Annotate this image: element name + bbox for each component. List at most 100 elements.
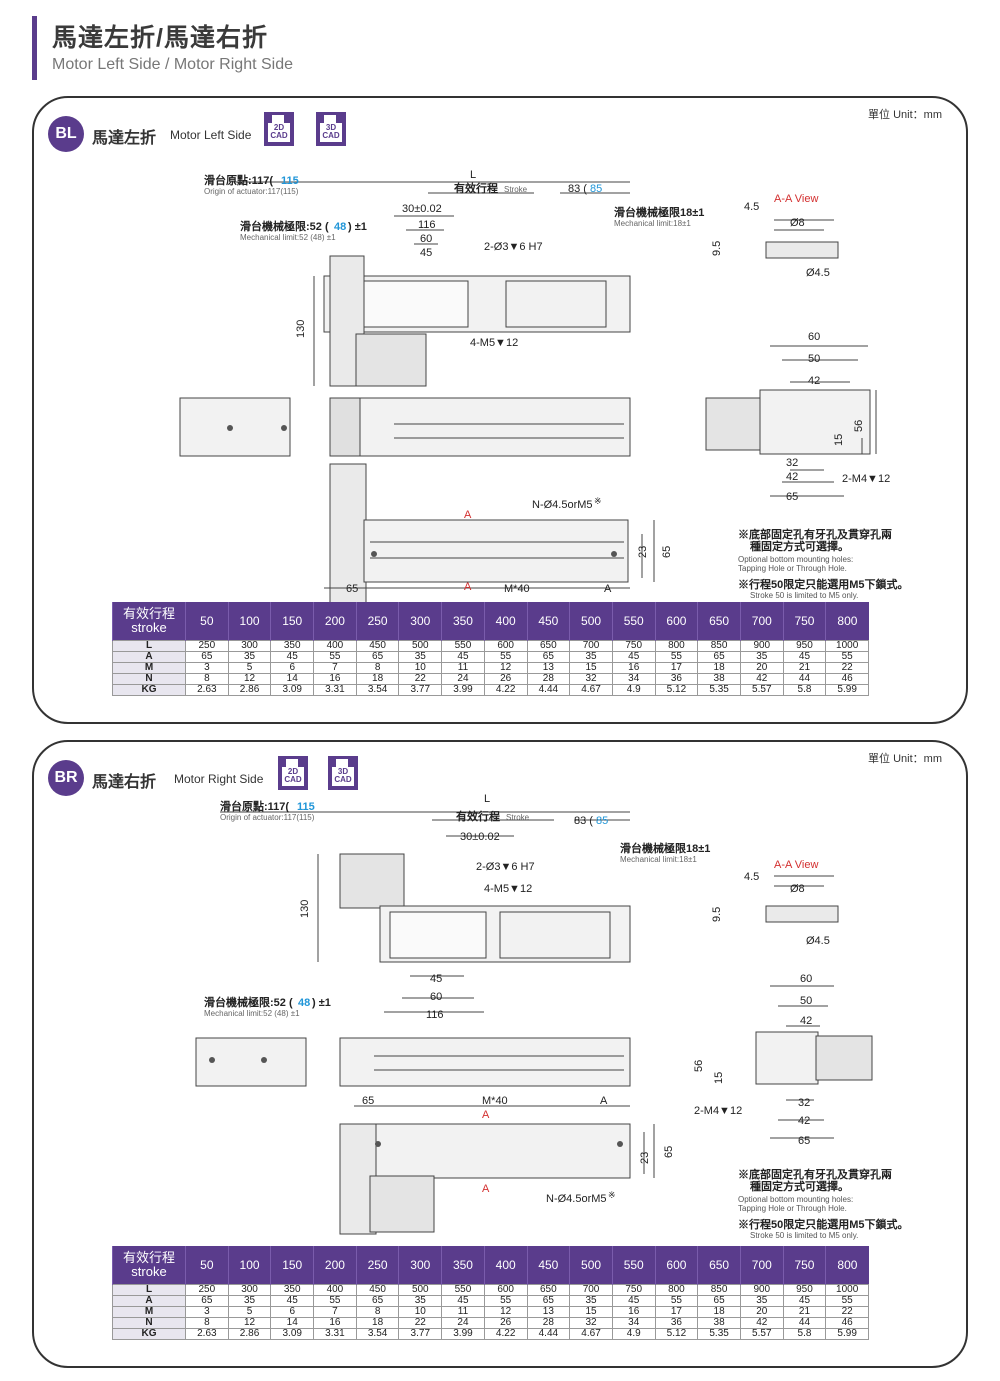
dim-s60: 60 [808, 331, 820, 343]
dim-phi8: Ø8 [790, 217, 805, 229]
table-cell: 28 [526, 673, 571, 685]
table-cell: 900 [739, 640, 784, 652]
origin-label: 滑台原點:117( [220, 799, 289, 813]
table-cell: 15 [569, 1306, 613, 1318]
table-cell: 5.8 [782, 1328, 827, 1340]
dim-s65: 65 [798, 1135, 810, 1147]
note2-cn: ※行程50限定只能選用M5下鎖式。 [738, 577, 909, 591]
table-cell: 13 [526, 662, 571, 674]
table-cell: 5.57 [739, 1328, 784, 1340]
table-cell: 12 [483, 1306, 528, 1318]
table-cell: 26 [483, 673, 528, 685]
floppy-notch-icon [286, 759, 298, 767]
page-title: 馬達左折/馬達右折 [52, 24, 268, 52]
cad-3d-button[interactable]: 3D CAD [316, 112, 346, 146]
table-cell: 900 [739, 1284, 784, 1296]
stroke-col: 50 [185, 1246, 229, 1285]
row-label: A [112, 1295, 186, 1307]
origin-en: Origin of actuator:117(115) [204, 187, 299, 196]
table-cell: 18 [355, 673, 400, 685]
table-cell: 1000 [825, 640, 869, 652]
stroke-col: 450 [526, 1246, 570, 1285]
table-cell: 4.44 [526, 684, 571, 696]
table-cell: 5.8 [782, 684, 827, 696]
table-cell: 3.31 [313, 684, 357, 696]
table-cell: 55 [313, 1295, 357, 1307]
mech-right-label: 滑台機械極限18±1 [620, 841, 710, 855]
table-cell: 35 [569, 651, 613, 663]
stroke-en: Stroke [506, 813, 530, 822]
mech-right-en: Mechanical limit:18±1 [614, 219, 691, 228]
table-cell: 26 [483, 1317, 528, 1329]
dim-45: 45 [420, 247, 432, 259]
dim-9-5: 9.5 [711, 241, 723, 256]
table-cell: 21 [782, 662, 827, 674]
note2-en: Stroke 50 is limited to M5 only. [750, 591, 858, 600]
hole-callout-2: 4-M5▼12 [470, 337, 518, 349]
table-cell: 45 [270, 1295, 315, 1307]
stroke-col: 100 [227, 1246, 271, 1285]
row-label: L [112, 1284, 186, 1296]
table-cell: 5.99 [825, 1328, 869, 1340]
table-cell: 20 [739, 662, 784, 674]
table-cell: 55 [654, 651, 699, 663]
stroke-col: 150 [270, 602, 314, 641]
note1-en: Optional bottom mounting holes: [738, 1195, 853, 1204]
table-cell: 3.54 [355, 1328, 400, 1340]
table-cell: 65 [697, 651, 741, 663]
stroke-col: 200 [313, 602, 357, 641]
table-cell: 35 [569, 1295, 613, 1307]
stroke-col: 750 [782, 602, 826, 641]
table-cell: 65 [697, 1295, 741, 1307]
mech-left-label: 滑台機械極限:52 ( [240, 219, 329, 233]
note1-en2: Tapping Hole or Through Hole. [738, 1204, 847, 1213]
table-cell: 35 [398, 651, 443, 663]
table-cell: 950 [782, 640, 827, 652]
table-cell: 22 [825, 662, 869, 674]
end-83: 83 ( [568, 183, 587, 195]
table-cell: 13 [526, 1306, 571, 1318]
dim-s42: 42 [800, 1015, 812, 1027]
stroke-col: 450 [526, 602, 570, 641]
dim-s65: 65 [786, 491, 798, 503]
table-cell: 36 [654, 673, 699, 685]
stroke-label: 有效行程 [456, 809, 500, 823]
cad-3d-button[interactable]: 3D CAD [328, 756, 358, 790]
floppy-notch-icon [336, 759, 348, 767]
dim-b65: 65 [362, 1095, 374, 1107]
aa-view-label: A-A View [774, 193, 818, 205]
tol-30: 30±0.02 [402, 203, 442, 215]
note1-en2: Tapping Hole or Through Hole. [738, 564, 847, 573]
cad-2d-label: 2D CAD [268, 123, 290, 142]
table-cell: 6 [270, 1306, 315, 1318]
technical-drawing-left: L 滑台原點:117( 115 Origin of actuator:117(1… [179, 169, 909, 607]
table-cell: 14 [270, 673, 315, 685]
floppy-notch-icon [272, 115, 284, 123]
table-cell: 5.57 [739, 684, 784, 696]
table-cell: 4.9 [611, 1328, 656, 1340]
dim-a: A [600, 1095, 608, 1107]
end-83-val: 85 [590, 183, 602, 195]
section-subtitle-right: Motor Right Side [174, 772, 264, 786]
table-cell: 4.22 [483, 684, 528, 696]
cad-2d-button[interactable]: 2D CAD [278, 756, 308, 790]
table-cell: 500 [398, 640, 443, 652]
table-cell: 45 [611, 1295, 656, 1307]
table-cell: 65 [526, 1295, 571, 1307]
table-cell: 5.99 [825, 684, 869, 696]
table-cell: 5 [227, 1306, 272, 1318]
table-cell: 55 [654, 1295, 699, 1307]
dim-130: 130 [295, 320, 307, 338]
table-cell: 55 [825, 1295, 869, 1307]
row-label: L [112, 640, 186, 652]
dim-L: L [484, 793, 490, 805]
stroke-col: 400 [483, 602, 527, 641]
table-cell: 34 [611, 1317, 656, 1329]
cad-2d-button[interactable]: 2D CAD [264, 112, 294, 146]
section-subtitle-left: Motor Left Side [170, 128, 252, 142]
note1-cn2: 種固定方式可選擇。 [750, 1179, 849, 1193]
